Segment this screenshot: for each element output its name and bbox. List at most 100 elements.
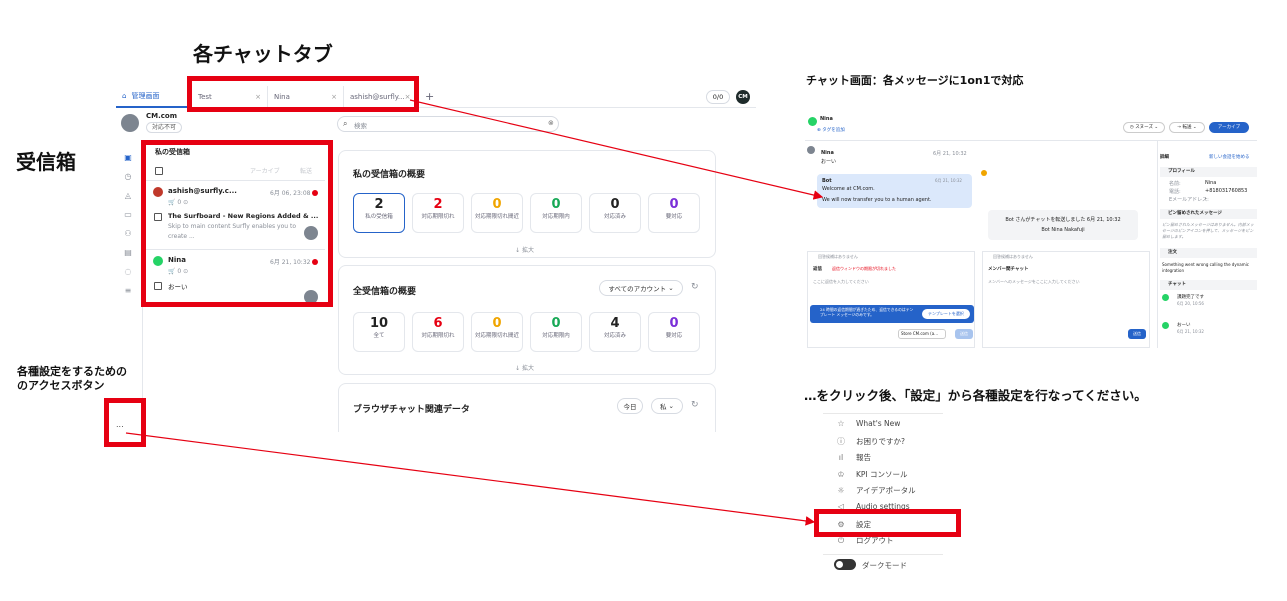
archive-button[interactable]: アーカイブ [1209,122,1249,133]
archive-icon[interactable]: ▤ [124,248,132,257]
reply-tab[interactable]: 返信 [813,267,822,272]
account-filter-select[interactable]: すべてのアカウント ⌄ [599,280,683,296]
conversation-subject: The Surfboard - New Regions Added & ... [168,212,319,220]
menu-item-label: KPI コンソール [856,469,908,479]
phone-value: +818031760853 [1205,188,1248,194]
clear-icon[interactable]: ⊗ [548,119,554,127]
menu-icon[interactable]: ≡ [124,286,132,295]
menu-item[interactable]: ⚙設定 [834,519,871,530]
send-button-disabled[interactable]: 送信 [955,329,973,339]
dark-mode-toggle[interactable] [834,559,856,570]
tab-admin[interactable]: ⌂ 管理画面 [116,86,190,108]
stat-value: 4 [610,316,620,331]
list-item[interactable]: Nina 6月 21, 10:32 🛒 0 ⊙ おーい [145,252,325,304]
menu-item[interactable]: ☆What's New [834,419,900,428]
menu-item[interactable]: ☼アイデアポータル [834,485,915,496]
email-value: - [1205,196,1207,202]
arrow-to-settings [125,432,816,526]
search-input[interactable]: ⌕ 検索 ⊗ [337,116,559,132]
close-icon[interactable]: × [255,93,261,101]
stat-label: 要対応 [665,214,683,220]
new-conversation-link[interactable]: 新しい会話を始める [1209,155,1250,160]
stat-label: 全て [373,333,385,339]
move-action[interactable]: 転送 [300,168,313,175]
add-tab-icon[interactable]: + [425,90,435,103]
reply-placeholder[interactable]: ここに返信を入力してください [813,279,869,284]
menu-item[interactable]: ◁Audio settings [834,502,910,511]
refresh-icon[interactable]: ↻ [691,400,699,410]
menu-item-label: ログアウト [856,536,894,546]
chat-item-text[interactable]: おーい [1177,323,1191,328]
menu-item[interactable]: ⏻ログアウト [834,535,894,546]
message-date: 6月 21, 10:32 [935,178,962,183]
profile-section[interactable]: プロフィール [1160,167,1257,177]
people-icon[interactable]: ⚇ [124,229,132,238]
chat-screen-screenshot: Nina ⊕ タグを追加 ◷ スヌーズ ⌄ ⇢ 転送 ⌄ アーカイブ Nina … [805,112,1257,348]
member-chat-tab[interactable]: メンバー間チャット [988,267,1029,272]
send-button[interactable]: 送信 [1128,329,1146,339]
user-filter-select[interactable]: 私 ⌄ [651,398,683,414]
more-button[interactable]: ... [116,420,124,429]
bell-icon[interactable]: ◬ [124,191,132,200]
stat-tile[interactable]: 4 対応済み [589,312,641,352]
member-placeholder[interactable]: メンバーへのメッセージをここに入力してください [988,279,1080,284]
select-template-button[interactable]: テンプレートを選択 [922,309,970,319]
select-all-checkbox[interactable] [155,166,163,175]
stat-label: 対応済み [603,333,626,339]
message-icon[interactable]: ◌ [124,267,132,276]
message-text-2: We will now transfer you to a human agen… [822,197,932,203]
expand-link[interactable]: ↓ 拡大 [515,247,534,254]
tab-test[interactable]: Test× [192,86,268,108]
refresh-icon[interactable]: ↻ [691,282,699,292]
snooze-label: スヌーズ [1135,125,1153,130]
store-select[interactable]: Store CM.com (a... [898,329,946,339]
list-item[interactable]: ashish@surfly.c... 6月 06, 23:08 🛒 0 ⊙ Th… [145,182,325,248]
archive-action[interactable]: アーカイブ [250,168,280,175]
close-icon[interactable]: × [331,93,337,101]
side-nav: ▣ ◷ ◬ ▭ ⚇ ▤ ◌ ≡ [118,148,138,298]
transfer-button[interactable]: ⇢ 転送 ⌄ [1169,122,1205,133]
clock-icon[interactable]: ◷ [124,172,132,181]
stat-value: 2 [374,197,384,212]
stat-value: 0 [551,316,561,331]
tab-ashish[interactable]: ashish@surfly...× [344,86,416,108]
conversation-date: 6月 06, 23:08 [270,190,311,197]
tab-label: Nina [274,93,290,101]
annotation-settings-access: 各種設定をするための のアクセスボタン [17,365,127,393]
whatsapp-icon [153,256,163,266]
close-icon[interactable]: × [404,93,411,101]
row-checkbox[interactable] [154,281,162,290]
pinned-section[interactable]: ピン留めされたメッセージ [1160,209,1257,219]
today-button[interactable]: 今日 [617,398,643,414]
tab-nina[interactable]: Nina × [268,86,344,108]
snooze-button[interactable]: ◷ スヌーズ ⌄ [1123,122,1165,133]
account-status[interactable]: 対応不可 [146,122,183,133]
add-tag-link[interactable]: ⊕ タグを追加 [817,128,845,133]
row-checkbox[interactable] [154,212,162,221]
stat-value: 0 [669,316,679,331]
inbox-icon[interactable]: ▣ [124,153,132,162]
divider [145,180,325,181]
annotation-settings-line1: 各種設定をするための [17,365,127,378]
menu-item[interactable]: ♔KPI コンソール [834,469,908,480]
transfer-note: Bot さんがチャットを転送しました 6月 21, 10:32 [1005,217,1121,223]
chats-section[interactable]: チャット [1160,280,1257,290]
chat-item-text[interactable]: 課題完了です [1177,295,1204,300]
expand-link[interactable]: ↓ 拡大 [515,365,534,372]
chat-icon[interactable]: ▭ [124,210,132,219]
notes-section[interactable]: 注文 [1160,248,1257,258]
